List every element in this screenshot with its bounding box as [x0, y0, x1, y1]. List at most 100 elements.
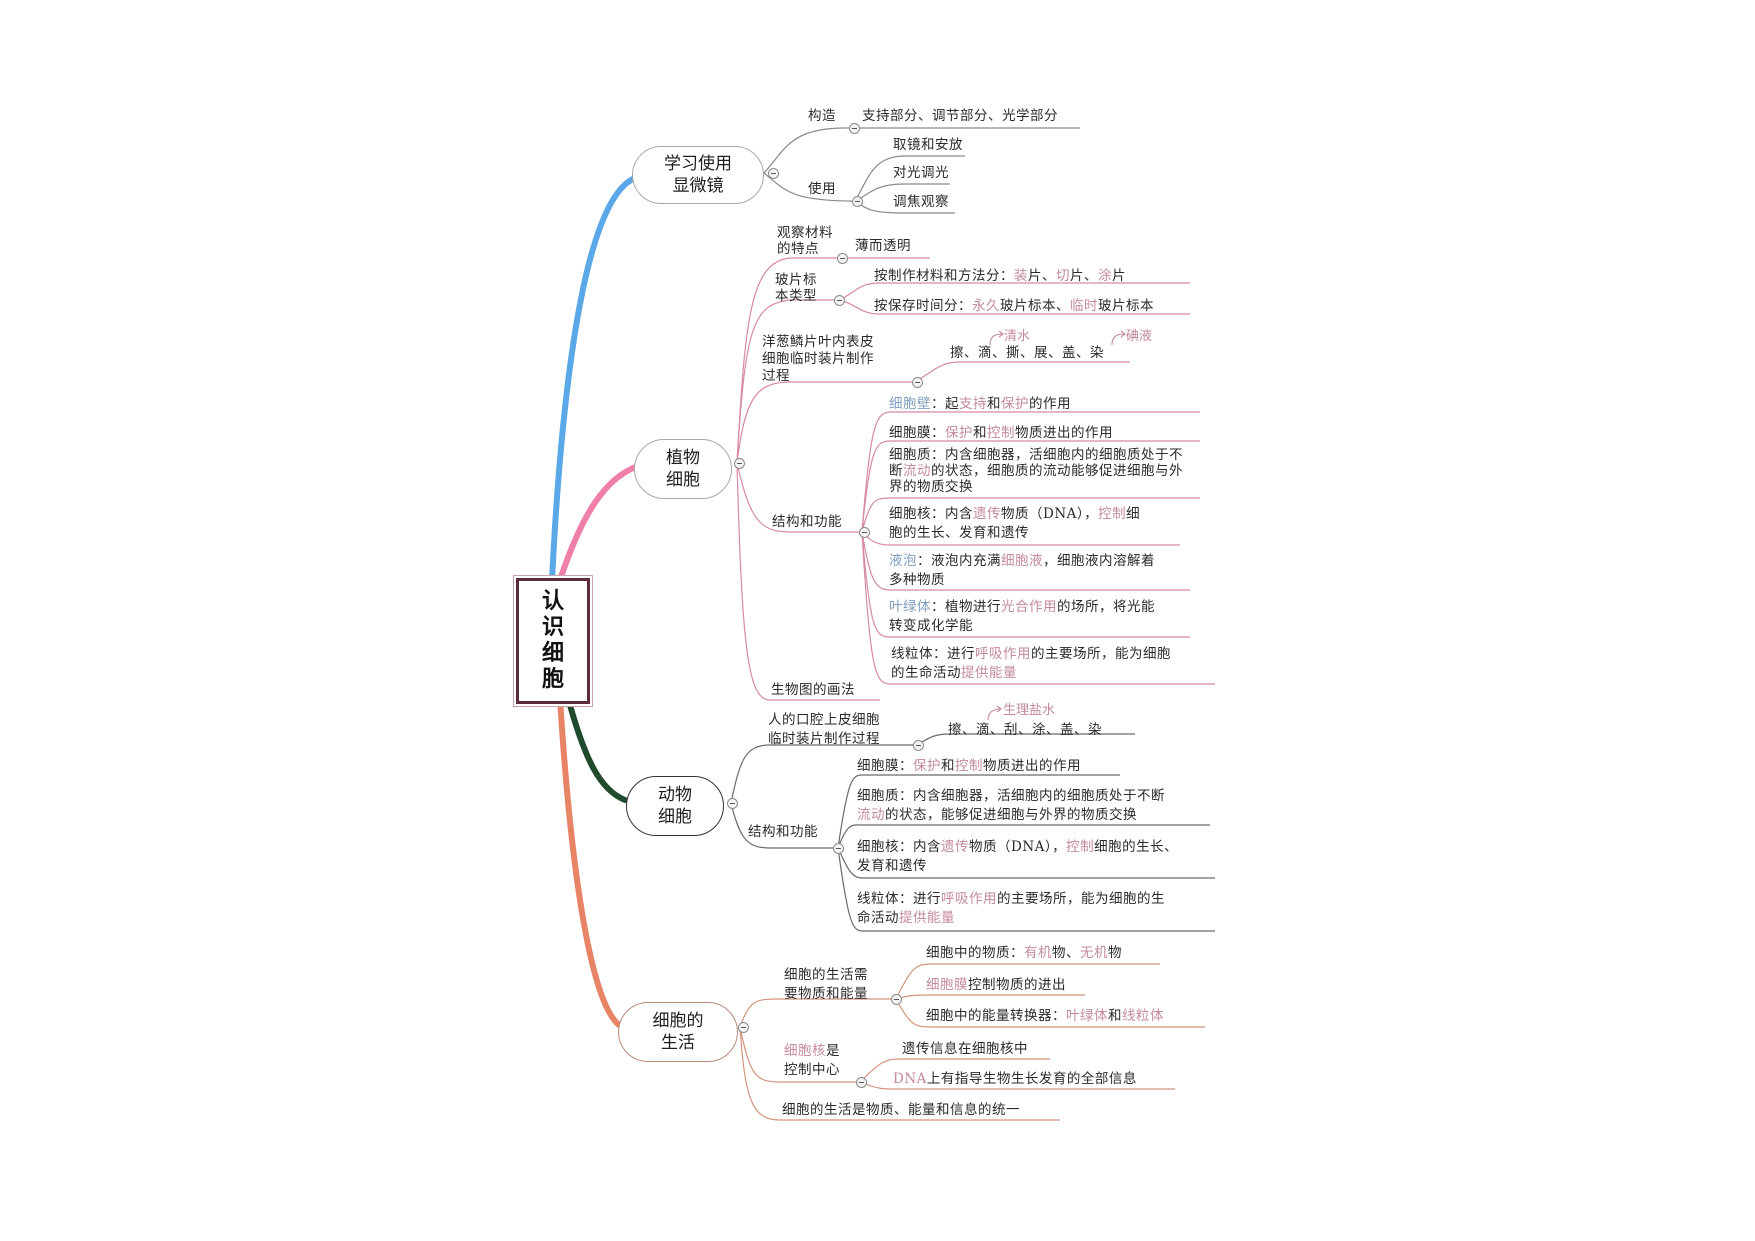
t: 物质（DNA）， — [1001, 506, 1099, 522]
t: 细胞中的能量转换器： — [926, 1008, 1066, 1024]
label-material-features: 观察材料的特点 — [777, 225, 833, 257]
t: 的生命活动 — [891, 665, 961, 681]
animal-mitochondria: 线粒体：进行呼吸作用的主要场所，能为细胞的生命活动提供能量 — [857, 890, 1165, 928]
k: 控制 — [955, 758, 983, 774]
collapse-toggle-nucleus-center[interactable] — [856, 1077, 867, 1088]
t: 的主要场所，能为细胞的生 — [997, 891, 1165, 907]
life-energy-converters: 细胞中的能量转换器：叶绿体和线粒体 — [926, 1007, 1164, 1026]
collapse-toggle-onion[interactable] — [912, 377, 923, 388]
t: 按保存时间分： — [874, 298, 972, 314]
onion-note-iodine: 碘液 — [1126, 329, 1153, 344]
topic-animal-line2: 细胞 — [658, 807, 692, 827]
t: 是 — [826, 1043, 840, 1059]
life-substances: 细胞中的物质：有机物、无机物 — [926, 944, 1122, 963]
k: 提供能量 — [899, 910, 955, 926]
cheek-note-saline: 生理盐水 — [1003, 703, 1056, 718]
material-detail: 薄而透明 — [855, 238, 911, 254]
t: 细胞膜： — [889, 425, 945, 441]
t: 细 — [1126, 506, 1141, 522]
onion-steps: 擦、滴、撕、展、盖、染 — [950, 345, 1104, 361]
t: 命活动 — [857, 910, 899, 926]
topic-microscope-line2: 显微镜 — [672, 176, 724, 196]
use-item-2: 对光调光 — [893, 165, 949, 181]
t: 和 — [941, 758, 955, 774]
k: 控制 — [1098, 506, 1127, 522]
topic-cell-life[interactable]: 细胞的生活 — [618, 1002, 738, 1062]
t: 的主要场所，能为细胞 — [1031, 646, 1171, 662]
t: 细胞的生长、 — [1094, 839, 1179, 855]
k: 遗传 — [973, 506, 1001, 522]
topic-microscope-line1: 学习使用 — [664, 154, 732, 174]
collapse-toggle-structure[interactable] — [849, 123, 860, 134]
topic-plant-cell[interactable]: 植物细胞 — [634, 439, 732, 499]
collapse-toggle-animal-structure[interactable] — [833, 843, 844, 854]
topic-life-line2: 生活 — [661, 1033, 695, 1053]
t: 物、 — [1052, 945, 1080, 961]
structure-detail: 支持部分、调节部分、光学部分 — [862, 108, 1058, 124]
material-line2: 的特点 — [777, 241, 819, 257]
k: 遗传 — [941, 839, 969, 855]
collapse-toggle-use[interactable] — [852, 196, 863, 207]
k: 切 — [1056, 268, 1070, 284]
collapse-toggle-slide-types[interactable] — [834, 295, 845, 306]
collapse-toggle-animal[interactable] — [727, 798, 738, 809]
k: 提供能量 — [961, 665, 1017, 681]
label-drawing-method: 生物图的画法 — [771, 682, 855, 698]
life-unity: 细胞的生活是物质、能量和信息的统一 — [782, 1102, 1020, 1118]
k: 临时 — [1070, 298, 1098, 314]
plant-cell-wall: 细胞壁：起支持和保护的作用 — [889, 395, 1071, 414]
t: 上有指导生物生长发育的全部信息 — [926, 1071, 1137, 1087]
slide-by-time: 按保存时间分：永久玻片标本、临时玻片标本 — [874, 297, 1154, 316]
k: DNA — [893, 1071, 927, 1087]
root-title: 认识细胞 — [541, 589, 564, 692]
t: ：液泡内充满 — [917, 553, 1001, 569]
slide-by-method: 按制作材料和方法分：装片、切片、涂片 — [874, 267, 1126, 286]
onion-line2: 细胞临时装片制作 — [762, 351, 874, 367]
use-item-3: 调焦观察 — [893, 194, 949, 210]
t: ：起 — [931, 396, 959, 412]
material-line1: 观察材料 — [777, 225, 833, 241]
collapse-toggle-cheek[interactable] — [913, 740, 924, 751]
collapse-toggle-plant-structure[interactable] — [859, 527, 870, 538]
k: 涂 — [1098, 268, 1112, 284]
t: ：植物进行 — [931, 599, 1001, 615]
collapse-toggle-life[interactable] — [738, 1022, 749, 1033]
t: 控制中心 — [784, 1062, 840, 1078]
plant-chloroplast: 叶绿体：植物进行光合作用的场所，将光能转变成化学能 — [889, 598, 1155, 636]
topic-life-line1: 细胞的 — [652, 1011, 704, 1031]
k: 支持 — [959, 396, 987, 412]
k: 装 — [1014, 268, 1028, 284]
t: 玻片标本、 — [1000, 298, 1070, 314]
topic-microscope[interactable]: 学习使用显微镜 — [632, 146, 764, 204]
t: 细胞核：内含 — [857, 839, 941, 855]
t: 物质进出的作用 — [1015, 425, 1113, 441]
k: 保护 — [945, 425, 973, 441]
label-needs: 细胞的生活需要物质和能量 — [784, 966, 868, 1004]
t: 和 — [987, 396, 1001, 412]
label-use: 使用 — [808, 181, 836, 197]
t: 的状态，细胞质的流动能够促进细胞与外 — [931, 463, 1183, 479]
cheek-line1: 人的口腔上皮细胞 — [768, 712, 880, 728]
t: 片、 — [1070, 268, 1098, 284]
plant-mitochondria: 线粒体：进行呼吸作用的主要场所，能为细胞的生命活动提供能量 — [891, 645, 1171, 683]
label-cheek-procedure: 人的口腔上皮细胞临时装片制作过程 — [768, 711, 880, 749]
k: 呼吸作用 — [975, 646, 1031, 662]
t: 玻片标本 — [1098, 298, 1154, 314]
t: ，细胞液内溶解着 — [1043, 553, 1155, 569]
life-dna-info: DNA上有指导生物生长发育的全部信息 — [893, 1070, 1137, 1089]
cheek-steps: 擦、滴、刮、涂、盖、染 — [948, 722, 1102, 738]
collapse-toggle-needs[interactable] — [891, 994, 902, 1005]
t: 物 — [1108, 945, 1122, 961]
root-topic[interactable]: 认识细胞 — [516, 578, 590, 704]
k: 细胞核 — [784, 1043, 826, 1059]
label-nucleus-control-center: 细胞核是控制中心 — [784, 1042, 840, 1080]
topic-animal-cell[interactable]: 动物细胞 — [626, 776, 724, 836]
t: 物质（DNA）， — [969, 839, 1067, 855]
collapse-toggle-plant[interactable] — [734, 458, 745, 469]
t: 断 — [889, 463, 903, 479]
collapse-toggle-microscope[interactable] — [768, 168, 779, 179]
t: 液泡 — [889, 553, 917, 569]
onion-note-water: 清水 — [1004, 329, 1031, 344]
k: 保护 — [1001, 396, 1029, 412]
collapse-toggle-material[interactable] — [837, 253, 848, 264]
